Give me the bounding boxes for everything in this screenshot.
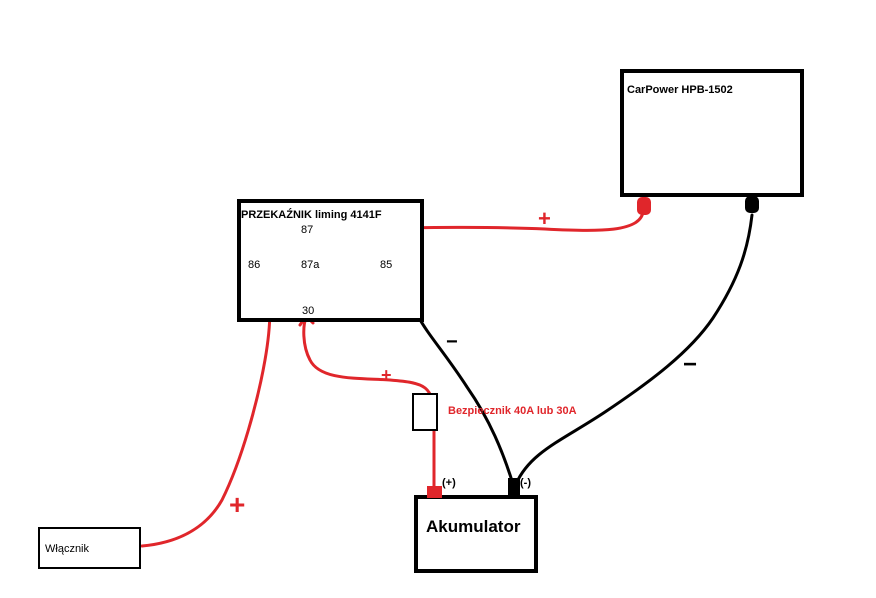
relay-box bbox=[237, 199, 424, 322]
pin-87a-label: 87a bbox=[301, 259, 320, 271]
minus-mark-device: − bbox=[683, 351, 697, 378]
fuse-symbol bbox=[412, 393, 438, 431]
plus-mark-middle: + bbox=[381, 365, 392, 385]
pin-30-label: 30 bbox=[302, 305, 314, 317]
wire-battery-to-device bbox=[514, 213, 754, 486]
battery-title: Akumulator bbox=[426, 517, 521, 536]
switch-box bbox=[38, 527, 141, 569]
pin-86-label: 86 bbox=[248, 259, 260, 271]
device-title: CarPower HPB-1502 bbox=[627, 84, 733, 96]
battery-minus-label: (-) bbox=[520, 477, 531, 489]
pin-87-label: 87 bbox=[301, 224, 313, 236]
device-negative-terminal bbox=[745, 196, 759, 213]
wire-battery-to-30 bbox=[302, 316, 436, 492]
switch-title: Włącznik bbox=[45, 543, 90, 555]
battery-box bbox=[414, 495, 538, 573]
plus-mark-left: + bbox=[229, 489, 245, 520]
device-positive-terminal bbox=[637, 197, 651, 215]
minus-mark-relay: − bbox=[446, 331, 458, 353]
fuse-label: Bezpiecznik 40A lub 30A bbox=[448, 405, 577, 417]
relay-title: PRZEKAŹNIK liming 4141F bbox=[241, 208, 382, 221]
battery-negative-terminal bbox=[508, 478, 520, 497]
battery-plus-label: (+) bbox=[442, 477, 456, 489]
device-box bbox=[620, 69, 804, 197]
pin-85-label: 85 bbox=[380, 259, 392, 271]
battery-positive-terminal bbox=[427, 486, 442, 498]
plus-mark-top: + bbox=[538, 206, 551, 231]
